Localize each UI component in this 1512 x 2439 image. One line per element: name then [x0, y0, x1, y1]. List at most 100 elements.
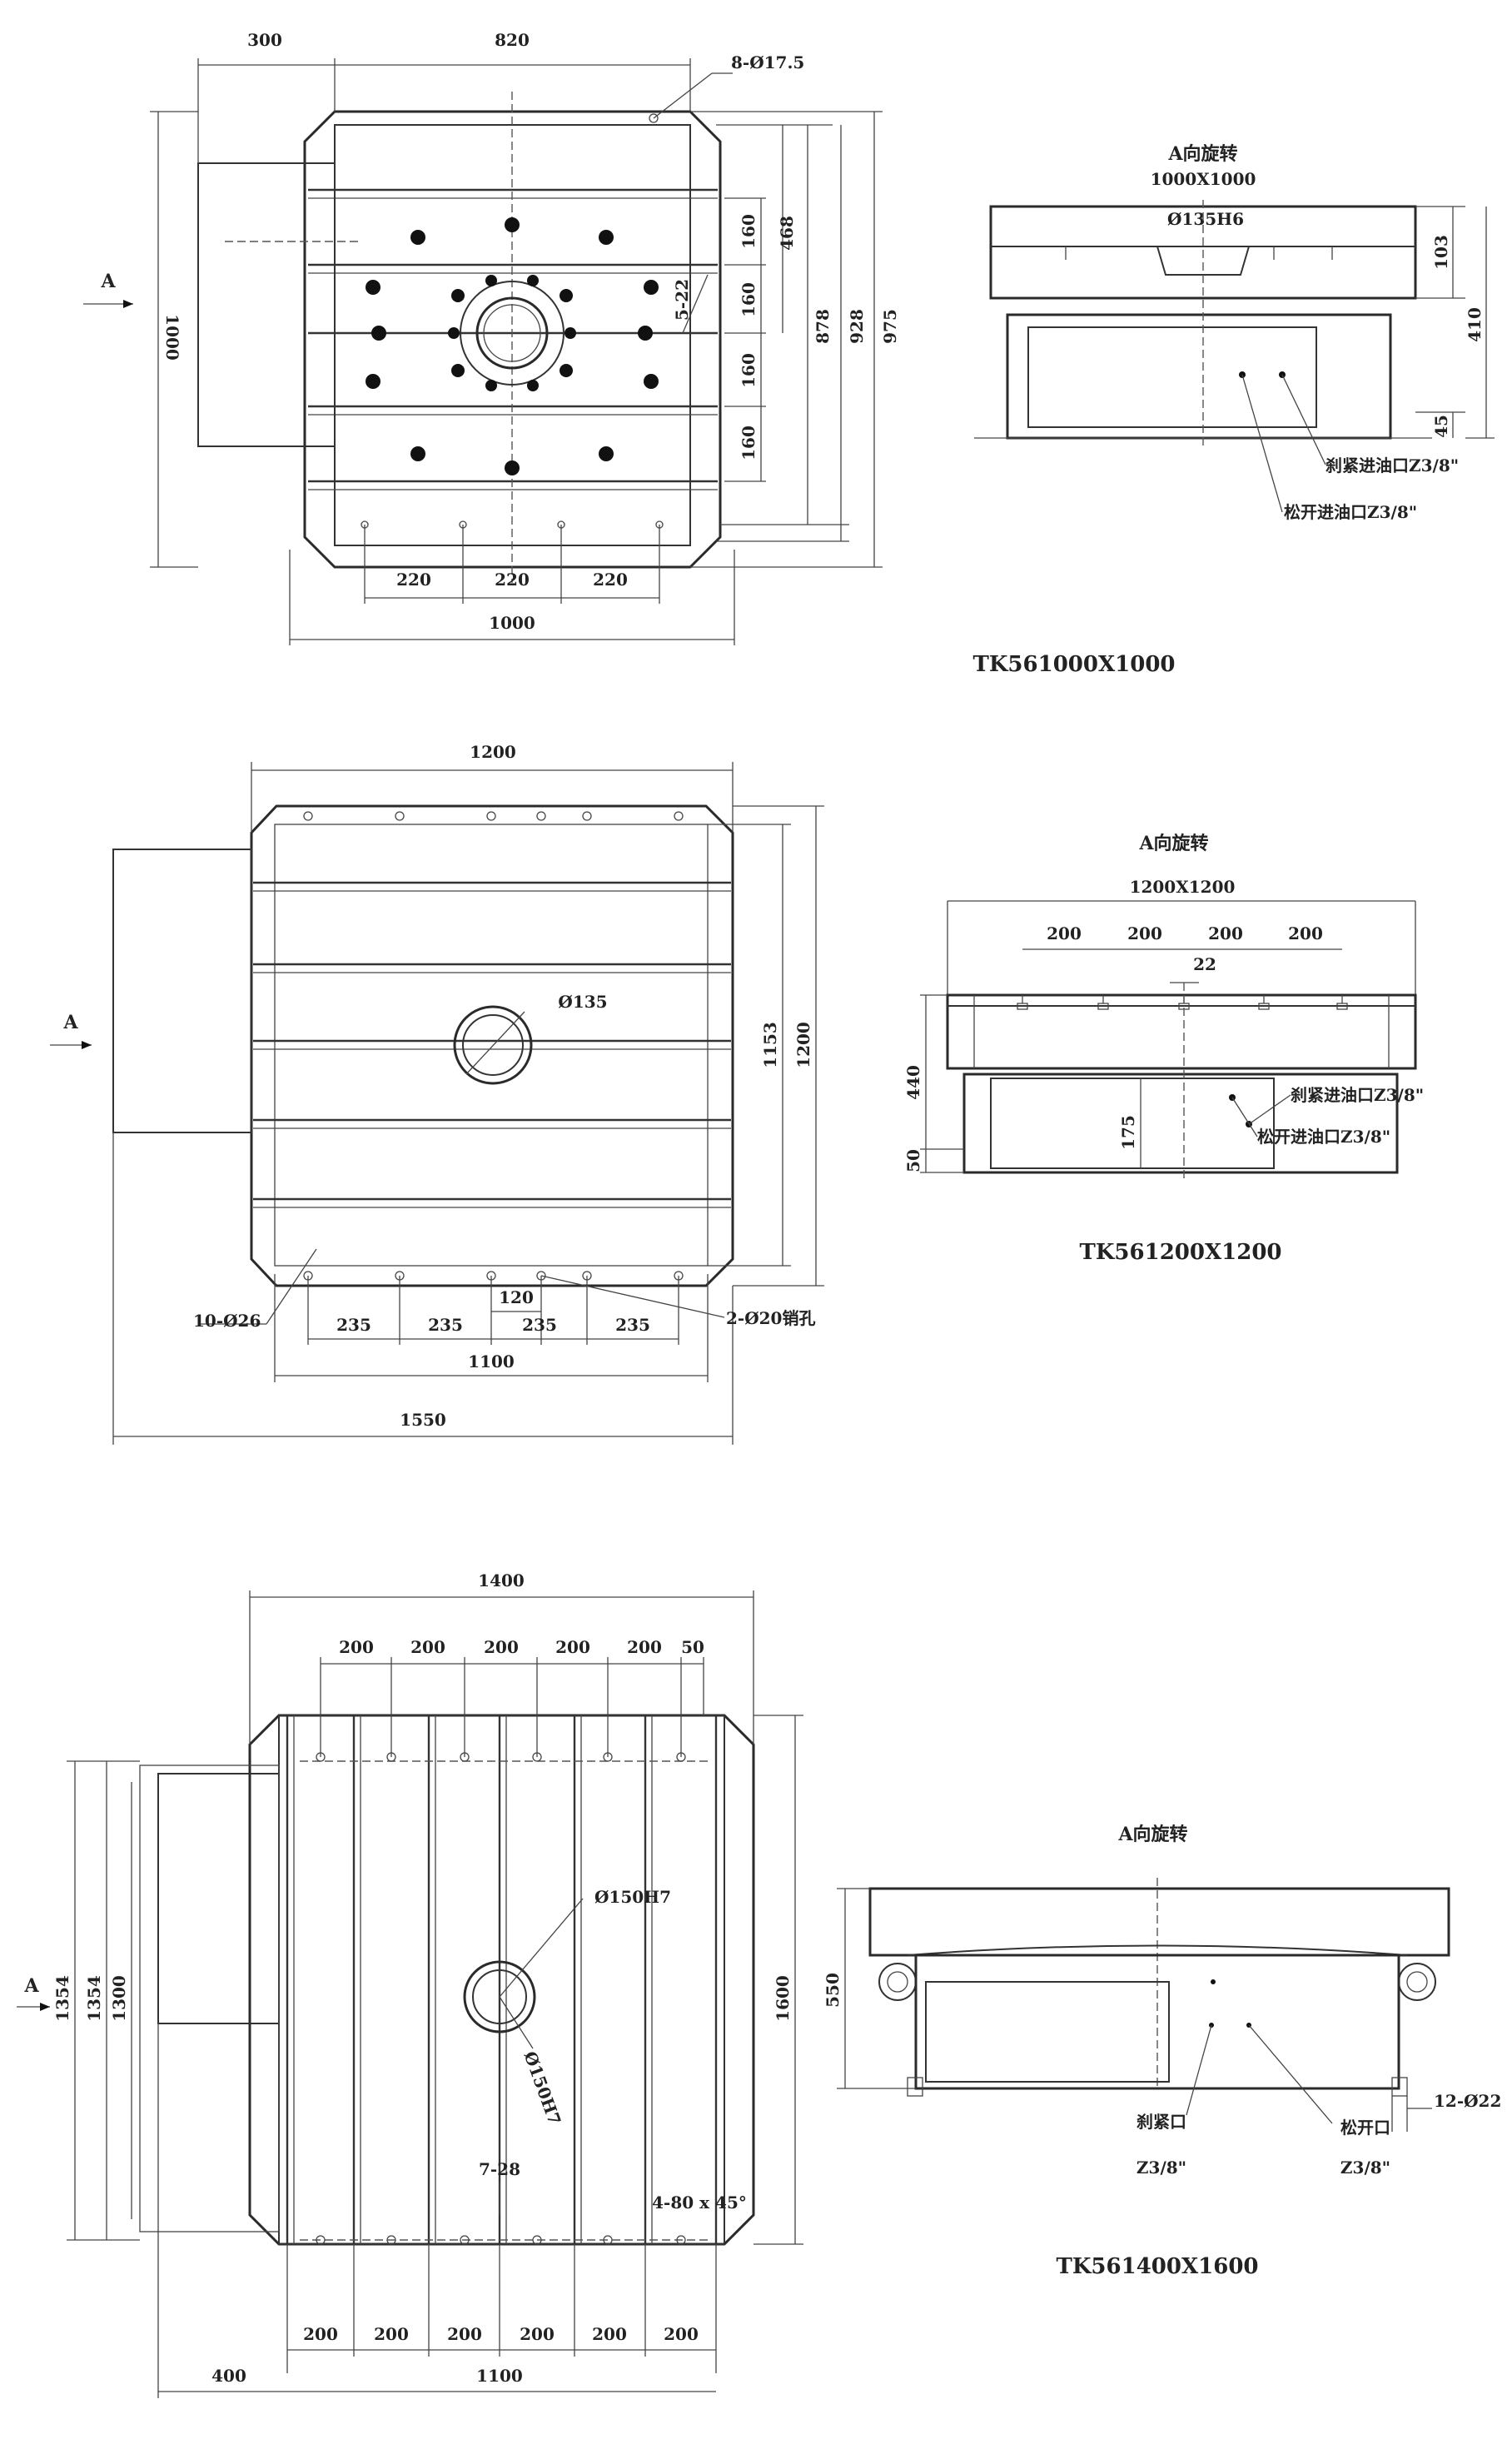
- d2-dim-235-4: 235: [615, 1315, 650, 1335]
- d2-dim-1200-right: 1200: [793, 1022, 813, 1068]
- d2-holes: [303, 811, 684, 1281]
- d2-side-view: A向旋转 1200X1200 200 200 200 200 22 440 50…: [903, 833, 1424, 1182]
- d2-dim-200-1: 200: [1047, 923, 1082, 943]
- d2-t-slots: [253, 881, 731, 1208]
- drawing-2: Ø135 1200 A 1153 1200 120 235 235 235 23…: [50, 742, 1424, 1445]
- d1-dim-975: 975: [880, 309, 900, 344]
- drawing-3: Ø150H7 Ø150H7 1400 200 200 200 200 200 5…: [17, 1570, 1501, 2398]
- d1-dim-103: 103: [1431, 235, 1451, 270]
- d1-side-base: [1006, 313, 1392, 440]
- d3-dim-50: 50: [681, 1637, 704, 1657]
- d3-dim-200-b1: 200: [303, 2324, 338, 2344]
- d2-side-table: [946, 993, 1417, 1070]
- d3-dim-200-b3: 200: [447, 2324, 482, 2344]
- d3-side-arch: [907, 1944, 1408, 1956]
- d3-chamfer: 4-80 x 45°: [652, 2193, 747, 2213]
- d3-dim-200-b6: 200: [664, 2324, 699, 2344]
- d3-side-housing: [157, 1773, 280, 2024]
- d2-dim-120: 120: [499, 1287, 534, 1307]
- d1-dim-160-2: 160: [739, 282, 758, 317]
- d1-dim-220-3: 220: [593, 570, 628, 590]
- d1-holes: [361, 113, 664, 529]
- d3-dim-200-b5: 200: [592, 2324, 627, 2344]
- d3-title: TK561400X1600: [1056, 2254, 1258, 2279]
- d1-dim-1000-bottom: 1000: [489, 613, 535, 633]
- d1-dim-45: 45: [1431, 415, 1451, 438]
- d1-plan-view: 300 820 8-Ø17.5 1000 A 160 160 160 160 4…: [83, 30, 900, 645]
- d1-title: TK561000X1000: [972, 652, 1175, 677]
- d3-dim-1354-b: 1354: [84, 1975, 104, 2022]
- d1-oil-release: 松开进油口Z3/8": [1284, 502, 1417, 522]
- d2-dim-175: 175: [1118, 1115, 1138, 1150]
- d1-bore: [475, 296, 549, 370]
- d2-dim-200-2: 200: [1127, 923, 1162, 943]
- d1-dim-160-3: 160: [739, 353, 758, 388]
- d1-dim-878: 878: [813, 309, 833, 344]
- d3-dim-400: 400: [211, 2366, 246, 2386]
- d3-dim-1600: 1600: [773, 1975, 793, 2022]
- d2-dim-1100: 1100: [468, 1351, 515, 1371]
- d1-arrow-a: A: [100, 271, 116, 292]
- d1-dim-160-4: 160: [739, 426, 758, 460]
- d2-side-base: [962, 1073, 1399, 1174]
- d2-dim-1550: 1550: [400, 1410, 446, 1430]
- d3-arrow-a: A: [23, 1975, 39, 1997]
- d2-view-size: 1200X1200: [1130, 877, 1236, 897]
- d1-oil-clamp: 刹紧进油口Z3/8": [1325, 455, 1459, 475]
- d2-plan-view: Ø135 1200 A 1153 1200 120 235 235 235 23…: [50, 742, 824, 1445]
- d3-side-base: [914, 1954, 1400, 2090]
- d2-pin-label: 2-Ø20销孔: [726, 1308, 815, 1328]
- d3-dim-1354-a: 1354: [52, 1975, 72, 2022]
- d1-side-housing: [197, 162, 336, 447]
- d3-clamp-thread: Z3/8": [1136, 2158, 1186, 2178]
- d2-arrow-a: A: [62, 1012, 78, 1033]
- d3-dim-1100: 1100: [476, 2366, 523, 2386]
- d3-plan-view: Ø150H7 Ø150H7 1400 200 200 200 200 200 5…: [17, 1570, 803, 2398]
- d2-center-bore: Ø135: [558, 992, 607, 1012]
- d3-dim-200-t5: 200: [627, 1637, 662, 1657]
- d3-release-thread: Z3/8": [1340, 2158, 1390, 2178]
- d2-dim-1200-top: 1200: [470, 742, 516, 762]
- d3-view-title: A向旋转: [1117, 1824, 1187, 1845]
- d1-view-title: A向旋转: [1167, 143, 1237, 165]
- d3-clamp-port: 刹紧口: [1136, 2112, 1186, 2132]
- d3-center-bore-2: Ø150H7: [520, 2048, 565, 2128]
- d1-holes-label: 8-Ø17.5: [731, 52, 804, 72]
- d2-holes-label: 10-Ø26: [193, 1311, 261, 1331]
- d2-dim-440: 440: [903, 1065, 923, 1100]
- d1-center-bore: Ø135H6: [1167, 209, 1244, 229]
- d2-oil-clamp: 刹紧进油口Z3/8": [1291, 1085, 1424, 1105]
- d1-dim-220-2: 220: [495, 570, 530, 590]
- d3-dim-200-t2: 200: [410, 1637, 445, 1657]
- d3-release-port: 松开口: [1340, 2118, 1390, 2138]
- d3-holes-label: 12-Ø22: [1434, 2091, 1501, 2111]
- d2-dim-235-1: 235: [336, 1315, 371, 1335]
- d2-dim-1153: 1153: [760, 1022, 780, 1068]
- d3-side-view: A向旋转 550 刹紧口 Z3/8" 松开口 Z3/8" 12-Ø22: [823, 1824, 1501, 2178]
- d3-dim-550: 550: [823, 1973, 843, 2008]
- d2-side-housing: [112, 849, 252, 1133]
- d1-bore-outer: [460, 281, 565, 386]
- d2-dim-50: 50: [903, 1149, 923, 1172]
- d3-dim-200-t1: 200: [339, 1637, 374, 1657]
- d2-view-title: A向旋转: [1138, 833, 1208, 854]
- d1-side-view: A向旋转 1000X1000 Ø135H6 103 410 45 刹紧进油口Z3…: [974, 143, 1495, 522]
- d1-dim-220-1: 220: [396, 570, 431, 590]
- d3-center-bore-1: Ø150H7: [594, 1887, 671, 1907]
- d2-dim-200-3: 200: [1208, 923, 1243, 943]
- d1-t-slots: [308, 188, 718, 490]
- d3-dim-200-t4: 200: [555, 1637, 590, 1657]
- d2-dim-22: 22: [1193, 954, 1216, 974]
- d3-dim-200-b4: 200: [520, 2324, 555, 2344]
- d3-bore: [463, 1960, 536, 2033]
- d1-dim-160-1: 160: [739, 214, 758, 249]
- d2-title: TK561200X1200: [1079, 1240, 1281, 1265]
- d2-dim-235-2: 235: [428, 1315, 463, 1335]
- d2-dim-200-4: 200: [1288, 923, 1323, 943]
- drawing-1: 300 820 8-Ø17.5 1000 A 160 160 160 160 4…: [83, 30, 1495, 677]
- d1-dim-928: 928: [847, 309, 867, 344]
- d3-t-slots: [286, 1715, 718, 2244]
- d1-dim-820: 820: [495, 30, 530, 50]
- d1-dim-1000-left: 1000: [162, 314, 182, 361]
